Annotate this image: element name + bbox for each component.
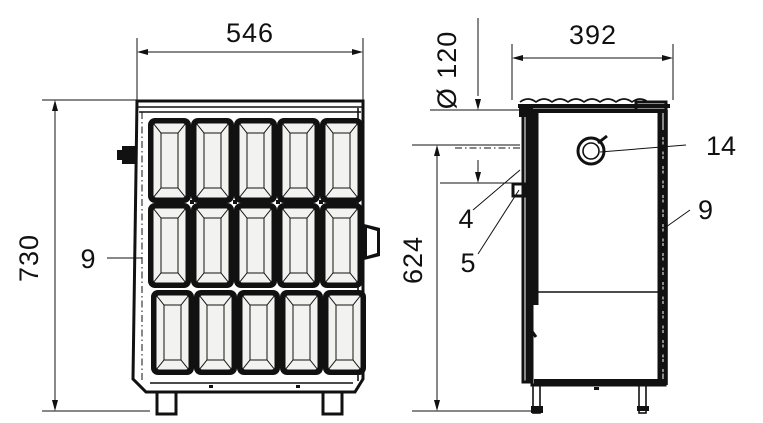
side-panel-dot [658,355,662,359]
tile-cell [194,290,237,375]
callout-side-lower: 5 [460,248,475,278]
tile-cell [277,203,320,288]
callout-side-panel: 9 [698,195,713,225]
arrow-546-left [137,49,148,55]
tile-cell [280,290,323,375]
leader-side-lower [477,189,520,255]
arrow-624-top [434,145,440,156]
tile-cell [320,203,363,288]
front-tile-row-2 [148,203,363,288]
tile-cell [151,290,194,375]
tile-joint-dot [319,200,323,204]
tile-cell [191,118,234,203]
side-left-tab [511,182,527,198]
arrow-546-right [352,49,363,55]
callout-side-knob: 14 [706,131,736,161]
side-flue-collar [519,105,534,384]
arrow-730-bottom [52,400,58,411]
leader-side-upper [472,169,521,211]
dim-label-flue-diameter: Ø 120 [432,31,462,110]
arrow-392-right [662,55,673,61]
side-elevation-view: Ø 120 392 624 [398,18,736,414]
arrow-392-left [512,55,523,61]
tile-cell [148,203,191,288]
front-tile-row-3 [151,290,366,375]
dim-label-546: 546 [226,18,274,48]
front-right-latch [364,224,380,260]
dim-label-392: 392 [569,20,617,50]
tile-cell [234,118,277,203]
tile-cell [148,118,191,203]
callout-front-tiles: 9 [80,244,95,274]
tile-cell [320,118,363,203]
front-leg-right [321,390,344,416]
front-leg-left [155,390,178,416]
tile-cell [191,203,234,288]
arrow-flue-lower [475,172,481,183]
tile-cell [277,118,320,203]
front-elevation-view: 546 730 [14,18,380,416]
tile-joint-dot [190,200,194,204]
side-round-knob [576,134,608,166]
side-panel-dot [658,190,662,194]
dim-label-730: 730 [14,234,44,282]
tile-joint-dot [233,200,237,204]
front-tile-row-1 [148,118,363,203]
side-door-hinge-edge [529,255,538,338]
arrow-624-bottom [434,400,440,411]
leader-side-knob [599,144,687,153]
dim-label-624: 624 [398,236,428,284]
leader-side-panel [665,209,691,228]
side-leg-left [531,384,543,414]
side-panel-dot [658,222,662,226]
front-apron-dot [296,385,300,388]
front-left-knob [117,146,136,164]
arrow-730-top [52,100,58,111]
side-top-plate [518,98,670,113]
side-leg-right [637,384,649,414]
callout-side-upper: 4 [458,204,473,234]
arrow-flue-down [475,99,481,110]
tile-cell [234,203,277,288]
tile-cell [323,290,366,375]
tile-cell [237,290,280,375]
front-apron-dot [209,385,213,388]
side-apron-dot [594,387,599,390]
tile-joint-dot [276,200,280,204]
front-body-outline [131,99,365,394]
side-bottom-apron [534,379,664,385]
